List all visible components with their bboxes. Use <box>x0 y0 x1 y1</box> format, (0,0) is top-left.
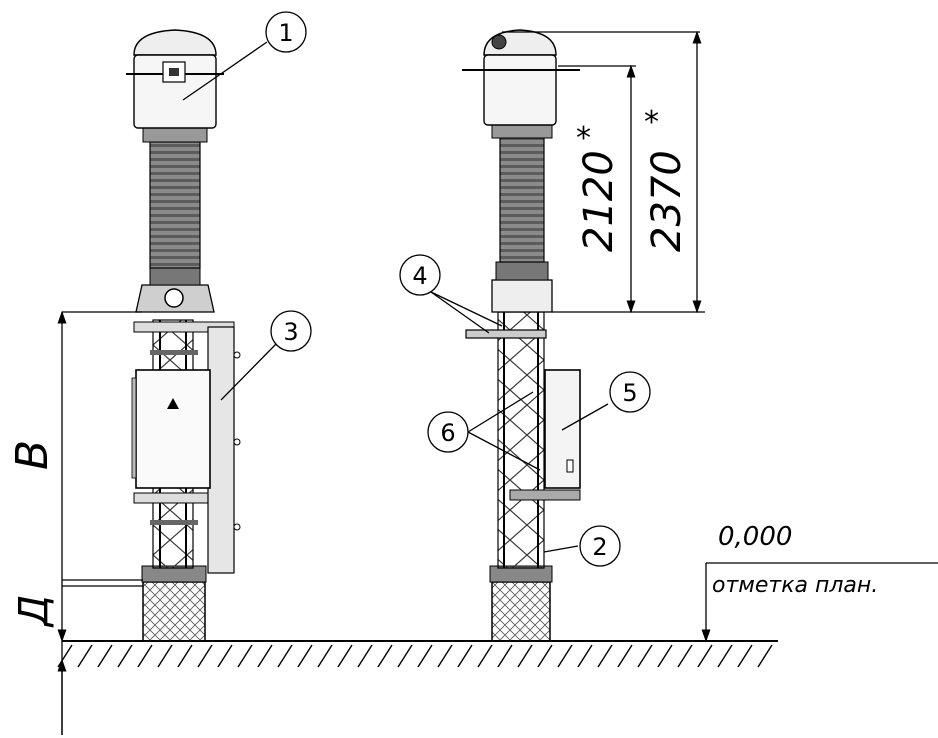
left-unit <box>62 29 241 642</box>
level-caption: отметка план. <box>712 573 878 598</box>
right-top-valve <box>491 34 507 50</box>
ground-hatch-stroke <box>57 644 73 668</box>
ground-hatch-stroke <box>717 644 733 668</box>
callout-6: 6 <box>427 411 469 453</box>
ground-hatch-stroke <box>637 644 653 668</box>
svg-text:3: 3 <box>283 318 298 346</box>
ground-hatch-stroke <box>597 644 613 668</box>
ground-hatch-stroke <box>397 644 413 668</box>
right-foundation <box>491 581 551 642</box>
callout-2: 2 <box>579 525 621 567</box>
dimension-labels: 2120 * 2370 * В Д <box>7 105 690 628</box>
ground-hatch-stroke <box>437 644 453 668</box>
ground-hatch-stroke <box>357 644 373 668</box>
ground-hatch-stroke <box>457 644 473 668</box>
ground-hatch-stroke <box>277 644 293 668</box>
ground-hatch-stroke <box>377 644 393 668</box>
ground-hatch-stroke <box>517 644 533 668</box>
right-top-tank <box>462 29 580 126</box>
left-foundation <box>142 581 206 642</box>
ground-hatch-stroke <box>117 644 133 668</box>
warning-sign-icon <box>167 398 179 409</box>
dim-2120-asterisk: * <box>576 121 591 156</box>
right-insulator <box>499 137 545 263</box>
ground <box>57 640 778 668</box>
ground-hatch-stroke <box>417 644 433 668</box>
svg-text:5: 5 <box>622 379 637 407</box>
ground-hatch-stroke <box>537 644 553 668</box>
ground-hatch-stroke <box>337 644 353 668</box>
svg-text:4: 4 <box>412 262 427 290</box>
ground-hatch-stroke <box>237 644 253 668</box>
callout-1: 1 <box>265 11 307 53</box>
svg-text:1: 1 <box>278 19 293 47</box>
callout-5: 5 <box>609 371 651 413</box>
level-value: 0,000 <box>718 522 792 552</box>
ground-hatch-stroke <box>697 644 713 668</box>
ground-hatch-stroke <box>217 644 233 668</box>
ground-hatch-stroke <box>617 644 633 668</box>
right-unit <box>462 29 581 642</box>
ground-hatch-stroke <box>137 644 153 668</box>
dim-2120-label: 2120 <box>576 150 622 252</box>
ground-hatch-stroke <box>197 644 213 668</box>
ground-hatch-stroke <box>657 644 673 668</box>
left-control-cabinet <box>131 369 211 489</box>
callout-leaders <box>182 41 609 553</box>
ground-hatch-stroke <box>97 644 113 668</box>
ground-hatch-stroke <box>737 644 753 668</box>
dim-2370-asterisk: * <box>644 105 659 140</box>
ground-hatch-stroke <box>557 644 573 668</box>
dim-b-label: В <box>7 440 58 470</box>
ground-hatch-stroke <box>497 644 513 668</box>
ground-hatch-stroke <box>477 644 493 668</box>
ground-hatch-stroke <box>677 644 693 668</box>
dim-d-label: Д <box>11 595 57 628</box>
svg-text:2: 2 <box>592 533 607 561</box>
left-insulator <box>149 141 201 269</box>
ground-hatch-stroke <box>157 644 173 668</box>
ground-hatch-stroke <box>317 644 333 668</box>
dimension-lines <box>57 30 938 735</box>
right-support-column <box>497 311 545 569</box>
ground-hatch-stroke <box>577 644 593 668</box>
right-platform <box>465 329 547 339</box>
ground-hatch-stroke <box>257 644 273 668</box>
dim-2370-label: 2370 <box>644 150 690 252</box>
left-mechanism-wheel <box>164 288 184 308</box>
svg-text:6: 6 <box>440 419 455 447</box>
ground-hatch-stroke <box>177 644 193 668</box>
callout-4: 4 <box>399 254 441 296</box>
callout-3: 3 <box>270 310 312 352</box>
ground-hatch-stroke <box>757 644 773 668</box>
ground-hatch-stroke <box>297 644 313 668</box>
ground-hatch-stroke <box>77 644 93 668</box>
left-top-tank <box>126 29 224 129</box>
